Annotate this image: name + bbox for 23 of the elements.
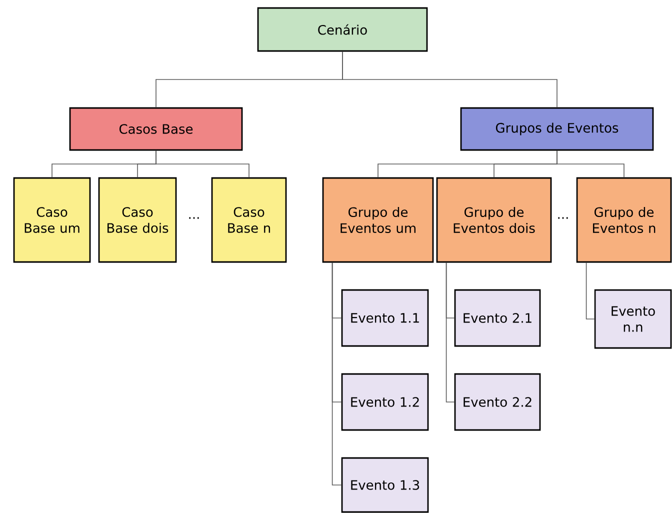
scenario-box: Cenário [257,7,428,52]
event-box: Evento 1.1 [341,289,429,347]
group-box: Grupo de Eventos um [322,177,434,263]
connector-line [156,150,250,178]
ellipsis: ... [189,217,199,219]
event-box: Evento 1.3 [341,457,429,513]
category-box: Grupos de Eventos [460,107,654,151]
event-box: Evento 2.2 [454,373,541,431]
ellipsis: ... [558,217,568,219]
event-box: Evento n.n [594,289,672,349]
group-box: Grupo de Eventos n [576,177,672,263]
connector-line [556,150,624,178]
case-box: Caso Base um [13,177,91,263]
connector-line [342,51,558,108]
connector-line [446,262,455,402]
connector-line [586,262,595,320]
group-box: Grupo de Eventos dois [436,177,552,263]
connector-line [332,262,342,486]
category-box: Casos Base [69,107,243,151]
case-box: Caso Base dois [98,177,177,263]
event-box: Evento 2.1 [454,289,541,347]
event-box: Evento 1.2 [341,373,429,431]
case-box: Caso Base n [211,177,287,263]
